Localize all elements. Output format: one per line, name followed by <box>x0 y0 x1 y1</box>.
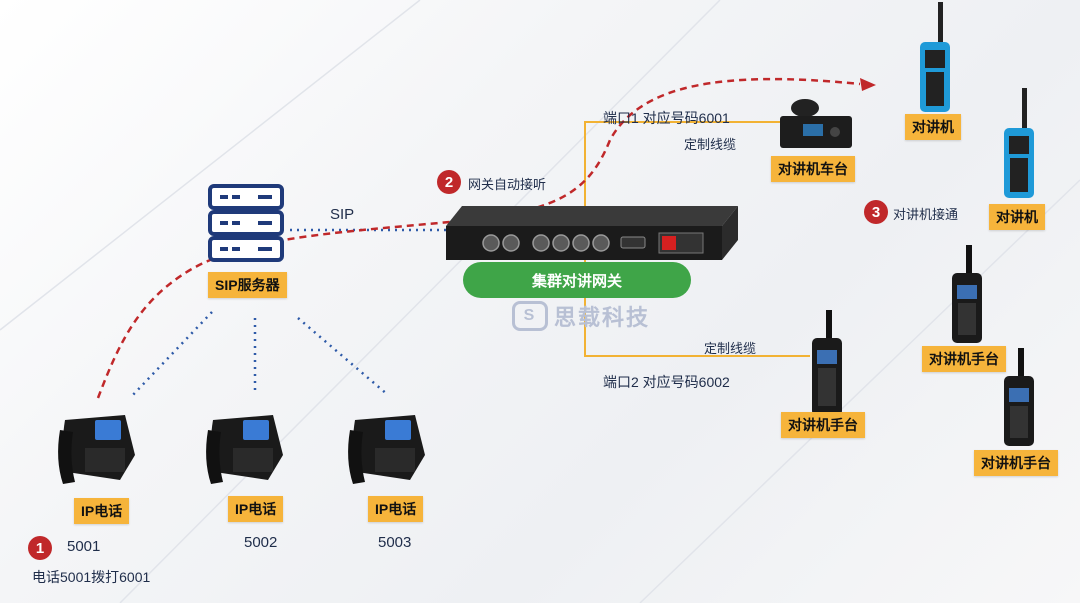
step-badge-3: 3 <box>864 200 888 224</box>
phone-number-2: 5002 <box>244 534 278 551</box>
sip-link-label: SIP <box>330 206 355 223</box>
phone-number-3: 5003 <box>378 534 412 551</box>
ip-phone-icon-1 <box>58 415 135 484</box>
sip-server-label: SIP服务器 <box>208 272 287 298</box>
step-badge-1: 1 <box>28 536 52 560</box>
phone-label-2: IP电话 <box>228 496 284 522</box>
gateway-device <box>446 206 738 260</box>
server-phone3-line <box>297 317 389 396</box>
step-text-2: 网关自动接听 <box>468 177 547 192</box>
cable1-label: 定制线缆 <box>684 137 737 152</box>
watermark-text: 思载科技 <box>554 305 651 330</box>
phone-label-1: IP电话 <box>74 498 130 524</box>
gateway-label: 集群对讲网关 <box>463 262 691 298</box>
blue-radio-icon-1 <box>920 2 950 112</box>
radio-label-2: 对讲机 <box>989 204 1045 230</box>
step-text-1: 电话5001拨打6001 <box>32 569 151 585</box>
watermark-logo-icon: S <box>512 301 548 331</box>
port1-cable-line <box>584 121 790 225</box>
car-station-radio-icon <box>780 99 852 148</box>
car-station-label: 对讲机车台 <box>771 156 855 182</box>
watermark: S 思载科技 <box>512 300 650 332</box>
port2-label: 端口2 对应号码6002 <box>603 374 730 390</box>
ip-phone-icon-2 <box>206 415 283 484</box>
step-text-3: 对讲机接通 <box>893 207 959 222</box>
handheld-radio-icon-port2 <box>812 310 842 416</box>
cable2-label: 定制线缆 <box>704 341 757 356</box>
handheld-radio-icon-2 <box>1004 348 1034 446</box>
ip-phone-icon-3 <box>348 415 425 484</box>
handheld-radio-icon-1 <box>952 245 982 343</box>
server-phone1-line <box>129 311 213 399</box>
server-icon <box>208 184 284 262</box>
handheld-port2-label: 对讲机手台 <box>781 412 865 438</box>
phone-label-3: IP电话 <box>368 496 424 522</box>
call-path-arrow <box>860 78 876 91</box>
radio-label-1: 对讲机 <box>905 114 961 140</box>
blue-radio-icon-2 <box>1004 88 1034 198</box>
step-badge-2: 2 <box>437 170 461 194</box>
phone-number-1: 5001 <box>67 538 101 555</box>
handheld-label-2: 对讲机手台 <box>974 450 1058 476</box>
handheld-label-1: 对讲机手台 <box>922 346 1006 372</box>
port1-label: 端口1 对应号码6001 <box>603 110 730 126</box>
